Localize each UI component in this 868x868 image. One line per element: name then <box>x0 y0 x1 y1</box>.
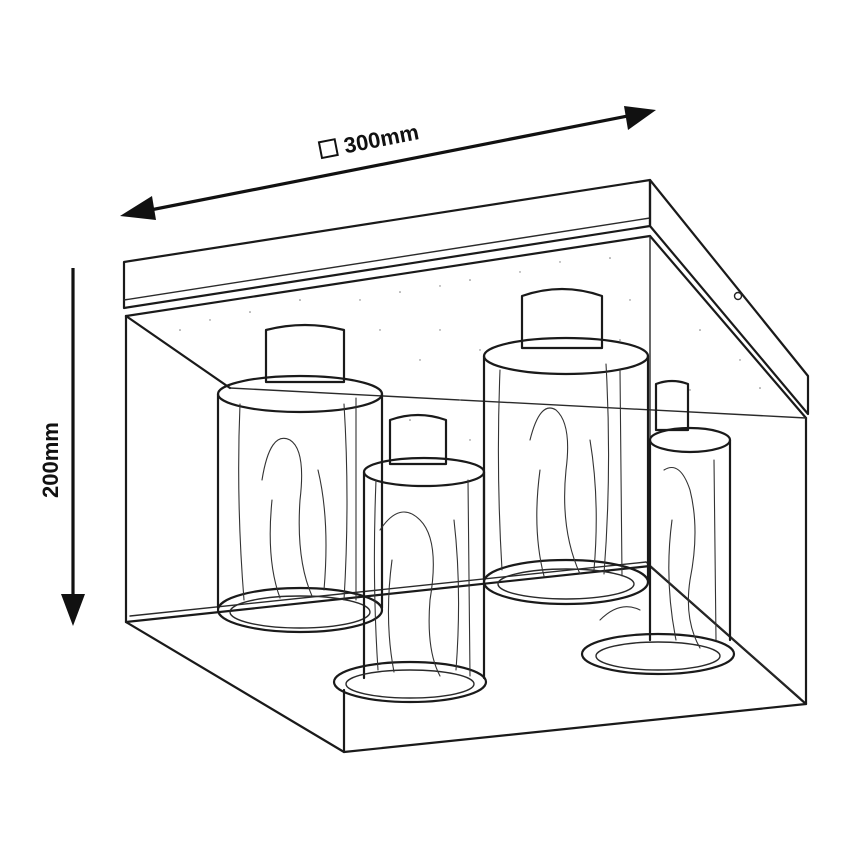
height-label: 200mm <box>38 422 63 498</box>
glass-shade-front-center <box>332 413 488 704</box>
width-arrow-right-head <box>624 106 656 130</box>
glass-shade-back-left <box>216 323 384 634</box>
glass-shade-back-right <box>482 287 650 606</box>
height-arrow-bottom-head <box>61 594 85 626</box>
glass-texture <box>179 257 761 441</box>
width-dimension: 300mm <box>120 106 656 220</box>
ceiling-canopy <box>122 178 810 416</box>
glass-shade-front-right <box>580 379 736 676</box>
width-label: 300mm <box>342 119 421 158</box>
width-arrow-left-head <box>120 196 156 220</box>
square-symbol-icon <box>317 138 339 160</box>
height-dimension: 200mm <box>38 268 85 626</box>
glass-box-frame <box>124 234 808 754</box>
canopy-screw-icon <box>733 291 743 301</box>
width-arrow-line <box>129 110 649 216</box>
